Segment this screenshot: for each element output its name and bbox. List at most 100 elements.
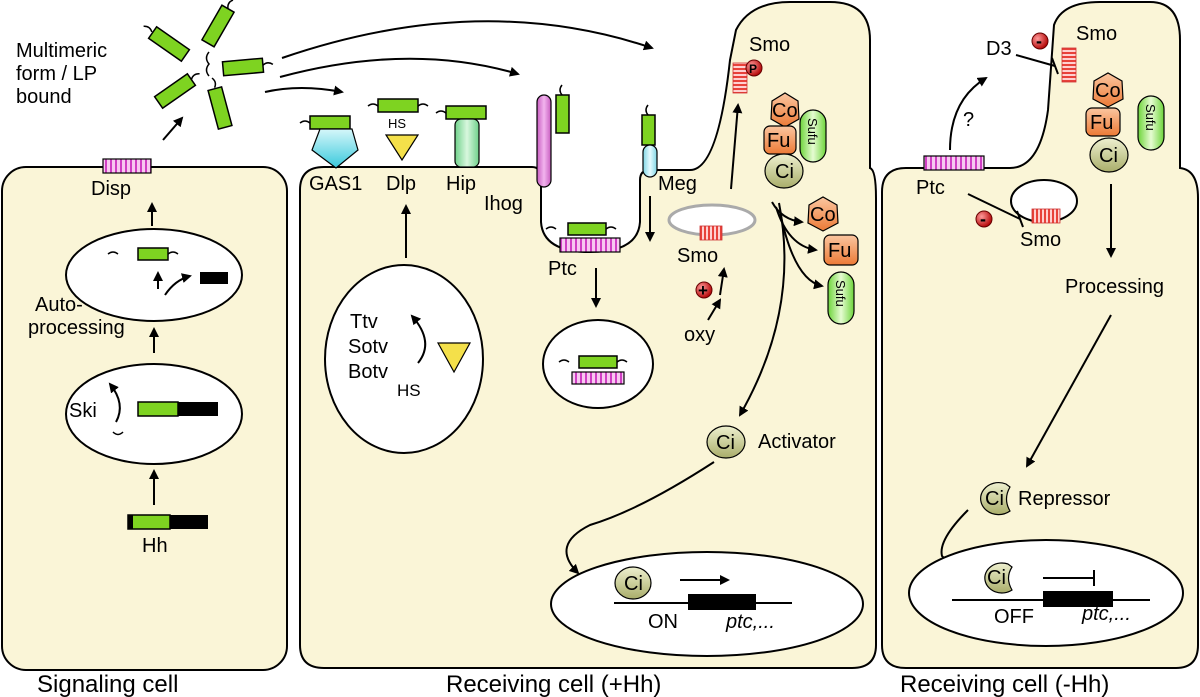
- ttv-label: Ttv: [350, 311, 378, 333]
- arrow-vesicle-curve: [164, 273, 192, 296]
- autoprocessing-label-2: processing: [28, 317, 125, 339]
- dlp-receptor: [367, 98, 429, 162]
- ci-minus: [1089, 137, 1129, 173]
- arrow-release-co: [771, 201, 804, 227]
- caption-receiving-minus: Receiving cell (-Hh): [900, 671, 1109, 697]
- plus-sign: +: [698, 281, 708, 300]
- autoprocessing-label-1: Auto-: [35, 294, 83, 316]
- disp-label: Disp: [91, 178, 131, 200]
- fu-minus-label: Fu: [1090, 112, 1113, 134]
- botv-hs-label: HS: [397, 381, 421, 400]
- vesicle-exostosin: [324, 264, 484, 454]
- smo-receptor: [732, 62, 748, 94]
- ihog-receptor: [536, 94, 552, 188]
- meg-receptor: [641, 104, 658, 178]
- arrow-processing-repressor: [1026, 314, 1112, 468]
- repressor-label: Repressor: [1018, 488, 1111, 510]
- minus-sign-ptc: -: [980, 209, 986, 229]
- arrow-oxy: [707, 298, 722, 321]
- ci-minus-label: Ci: [1099, 145, 1118, 167]
- sufu-released: [827, 271, 855, 325]
- sufu-minus: [1137, 95, 1165, 151]
- meg-label: Meg: [658, 173, 697, 195]
- ptc-receptor: [559, 237, 621, 253]
- minus-badge-d3: [1031, 32, 1049, 50]
- sufu-label: Sufu: [805, 118, 820, 145]
- processing-label: Processing: [1065, 276, 1164, 298]
- smo-label: Smo: [749, 34, 790, 56]
- heparan-sulfate-triangle: [436, 342, 472, 374]
- smo-vesicle-label: Smo: [677, 245, 718, 267]
- arrow-long-top: [281, 20, 654, 59]
- hh-precursor-ski-tail: [178, 402, 218, 416]
- ci-repressor-nuclear: [984, 562, 1013, 594]
- arrow-exostosin: [410, 314, 427, 364]
- ci-repressor-label: Ci: [985, 488, 1004, 510]
- gas1-label: GAS1: [309, 173, 362, 195]
- ptc-receptor-minus: [923, 155, 985, 171]
- arrow-long-low: [264, 85, 344, 96]
- ptc-gene-label-on: ptc,...: [725, 611, 775, 633]
- hh-ptc-bound: [567, 222, 607, 236]
- co-minus-label: Co: [1095, 80, 1121, 102]
- smo-minus-receptor: [1061, 47, 1077, 83]
- hh-ihog-bound: [555, 94, 570, 134]
- hh-precursor-ski: [137, 401, 179, 417]
- hh-processed: [137, 247, 169, 261]
- arrow-release-fu: [775, 206, 818, 254]
- sufu-released-label: Sufu: [833, 280, 848, 307]
- fused-minus: [1085, 107, 1121, 137]
- hh-label: Hh: [142, 535, 168, 557]
- arrow-activator-to-nucleus: [565, 461, 715, 575]
- ci-activator: [706, 425, 746, 459]
- co-label: Co: [772, 100, 798, 122]
- inhibit-d3-smo: [1015, 54, 1056, 67]
- co-released-label: Co: [810, 204, 836, 226]
- question-label: ?: [963, 109, 974, 131]
- hh-vesicle: [578, 355, 618, 369]
- multimeric-label-3: bound: [16, 86, 72, 108]
- hip-receptor: [435, 105, 487, 168]
- arrow-smo-up: [730, 103, 743, 190]
- sufu-minus-label: Sufu: [1143, 104, 1158, 131]
- costal-released: [807, 196, 839, 232]
- sotv-label: Sotv: [348, 336, 388, 358]
- minus-badge-ptc: [975, 210, 993, 228]
- ptc-vesicle-receptor: [571, 371, 625, 385]
- fused-released: [823, 234, 859, 266]
- arrow-ski: [108, 382, 121, 423]
- dlp-label: Dlp: [386, 173, 416, 195]
- oxy-label: oxy: [684, 324, 715, 346]
- smo-vesicle-receptor: [699, 225, 723, 241]
- dlp-hs-label: HS: [388, 116, 406, 131]
- ci-nuclear-label: Ci: [624, 573, 643, 595]
- ski-label: Ski: [69, 400, 97, 422]
- hh-precursor: [127, 514, 171, 530]
- inhibit-ptc-smo: [967, 193, 1021, 220]
- botv-label: Botv: [348, 361, 388, 383]
- arrow-smo-activation: [717, 267, 728, 296]
- d3-label: D3: [986, 38, 1012, 60]
- ci-complex: [764, 153, 804, 189]
- ci-repressor: [980, 482, 1011, 516]
- ci-nuclear: [614, 566, 652, 600]
- ihog-label: Ihog: [484, 193, 523, 215]
- hip-label: Hip: [446, 173, 476, 195]
- ci-activator-label: Ci: [716, 432, 735, 454]
- fu-released-label: Fu: [828, 240, 851, 262]
- ptc-minus-label: Ptc: [916, 177, 945, 199]
- on-label: ON: [648, 611, 678, 633]
- smo-vesicle-minus-label: Smo: [1020, 229, 1061, 251]
- gene-off: [1043, 591, 1113, 607]
- plus-badge: [695, 281, 713, 299]
- arrow-disp-out: [162, 116, 184, 141]
- phosphate-badge: [745, 59, 763, 77]
- smo-vesicle-minus: [1031, 208, 1061, 224]
- arrow-ci-to-activator: [739, 202, 786, 417]
- fu-label: Fu: [767, 130, 790, 152]
- minus-sign-d3: -: [1036, 31, 1042, 51]
- phosphate-label: P: [749, 62, 757, 76]
- disp-receptor: [102, 158, 152, 174]
- ptc-label: Ptc: [548, 258, 577, 280]
